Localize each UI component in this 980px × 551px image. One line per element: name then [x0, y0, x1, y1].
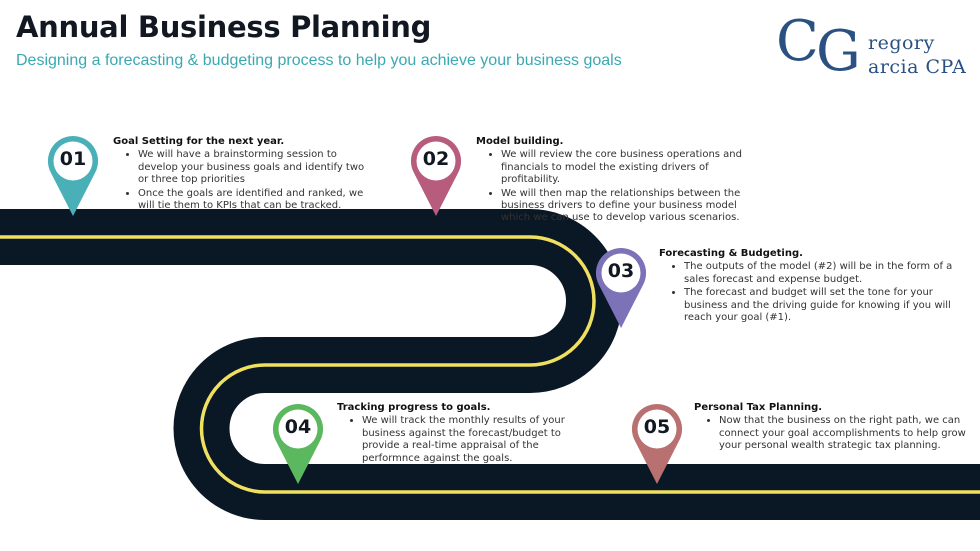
logo-line-2: arcia CPA — [868, 56, 967, 78]
pin-shape — [410, 135, 462, 216]
page-subtitle: Designing a forecasting & budgeting proc… — [16, 52, 622, 69]
bullet-item: Once the goals are identified and ranked… — [138, 188, 373, 213]
road-lane-line — [0, 235, 980, 494]
map-pin-icon: 04 — [271, 402, 325, 484]
step-title: Model building. — [476, 136, 564, 147]
map-pin-icon: 05 — [630, 402, 684, 484]
step-title: Tracking progress to goals. — [337, 402, 491, 413]
page-title: Annual Business Planning — [16, 10, 432, 44]
step-title: Personal Tax Planning. — [694, 402, 823, 413]
step-description: Tracking progress to goals. We will track… — [337, 402, 577, 466]
map-pin-icon: 03 — [594, 246, 648, 328]
step-title: Forecasting & Budgeting. — [659, 248, 803, 259]
step-bullets: We will have a brainstorming session to … — [113, 149, 373, 212]
bullet-item: The outputs of the model (#2) will be in… — [684, 261, 959, 286]
step-number: 04 — [284, 416, 312, 438]
step-number: 05 — [643, 416, 671, 438]
bullet-item: We will then map the relationships betwe… — [501, 188, 766, 225]
step-bullets: We will review the core business operati… — [476, 149, 766, 224]
logo-line-1: regory — [868, 32, 935, 54]
step-description: Goal Setting for the next year. We will h… — [113, 136, 373, 213]
step-bullets: The outputs of the model (#2) will be in… — [659, 261, 959, 324]
step-bullets: Now that the business on the right path,… — [694, 415, 979, 452]
pin-shape — [631, 403, 683, 484]
bullet-item: Now that the business on the right path,… — [719, 415, 979, 452]
logo-initial-c: C — [776, 9, 819, 74]
map-pin-icon: 01 — [46, 134, 100, 216]
bullet-item: We will have a brainstorming session to … — [138, 149, 373, 186]
step-title: Goal Setting for the next year. — [113, 136, 285, 147]
logo-initial-g: G — [816, 19, 861, 84]
bullet-item: We will track the monthly results of you… — [362, 415, 577, 465]
pin-shape — [47, 135, 99, 216]
pin-shape — [272, 403, 324, 484]
map-pin-icon: 02 — [409, 134, 463, 216]
pin-shape — [595, 247, 647, 328]
bullet-item: The forecast and budget will set the ton… — [684, 287, 959, 324]
step-number: 02 — [422, 148, 450, 170]
step-description: Forecasting & Budgeting. The outputs of t… — [659, 248, 959, 325]
company-logo: C G regory arcia CPA — [776, 8, 976, 88]
step-number: 03 — [607, 260, 635, 282]
step-number: 01 — [59, 148, 87, 170]
step-bullets: We will track the monthly results of you… — [337, 415, 577, 465]
step-description: Personal Tax Planning. Now that the busin… — [694, 402, 979, 454]
step-description: Model building. We will review the core b… — [476, 136, 766, 226]
bullet-item: We will review the core business operati… — [501, 149, 766, 186]
